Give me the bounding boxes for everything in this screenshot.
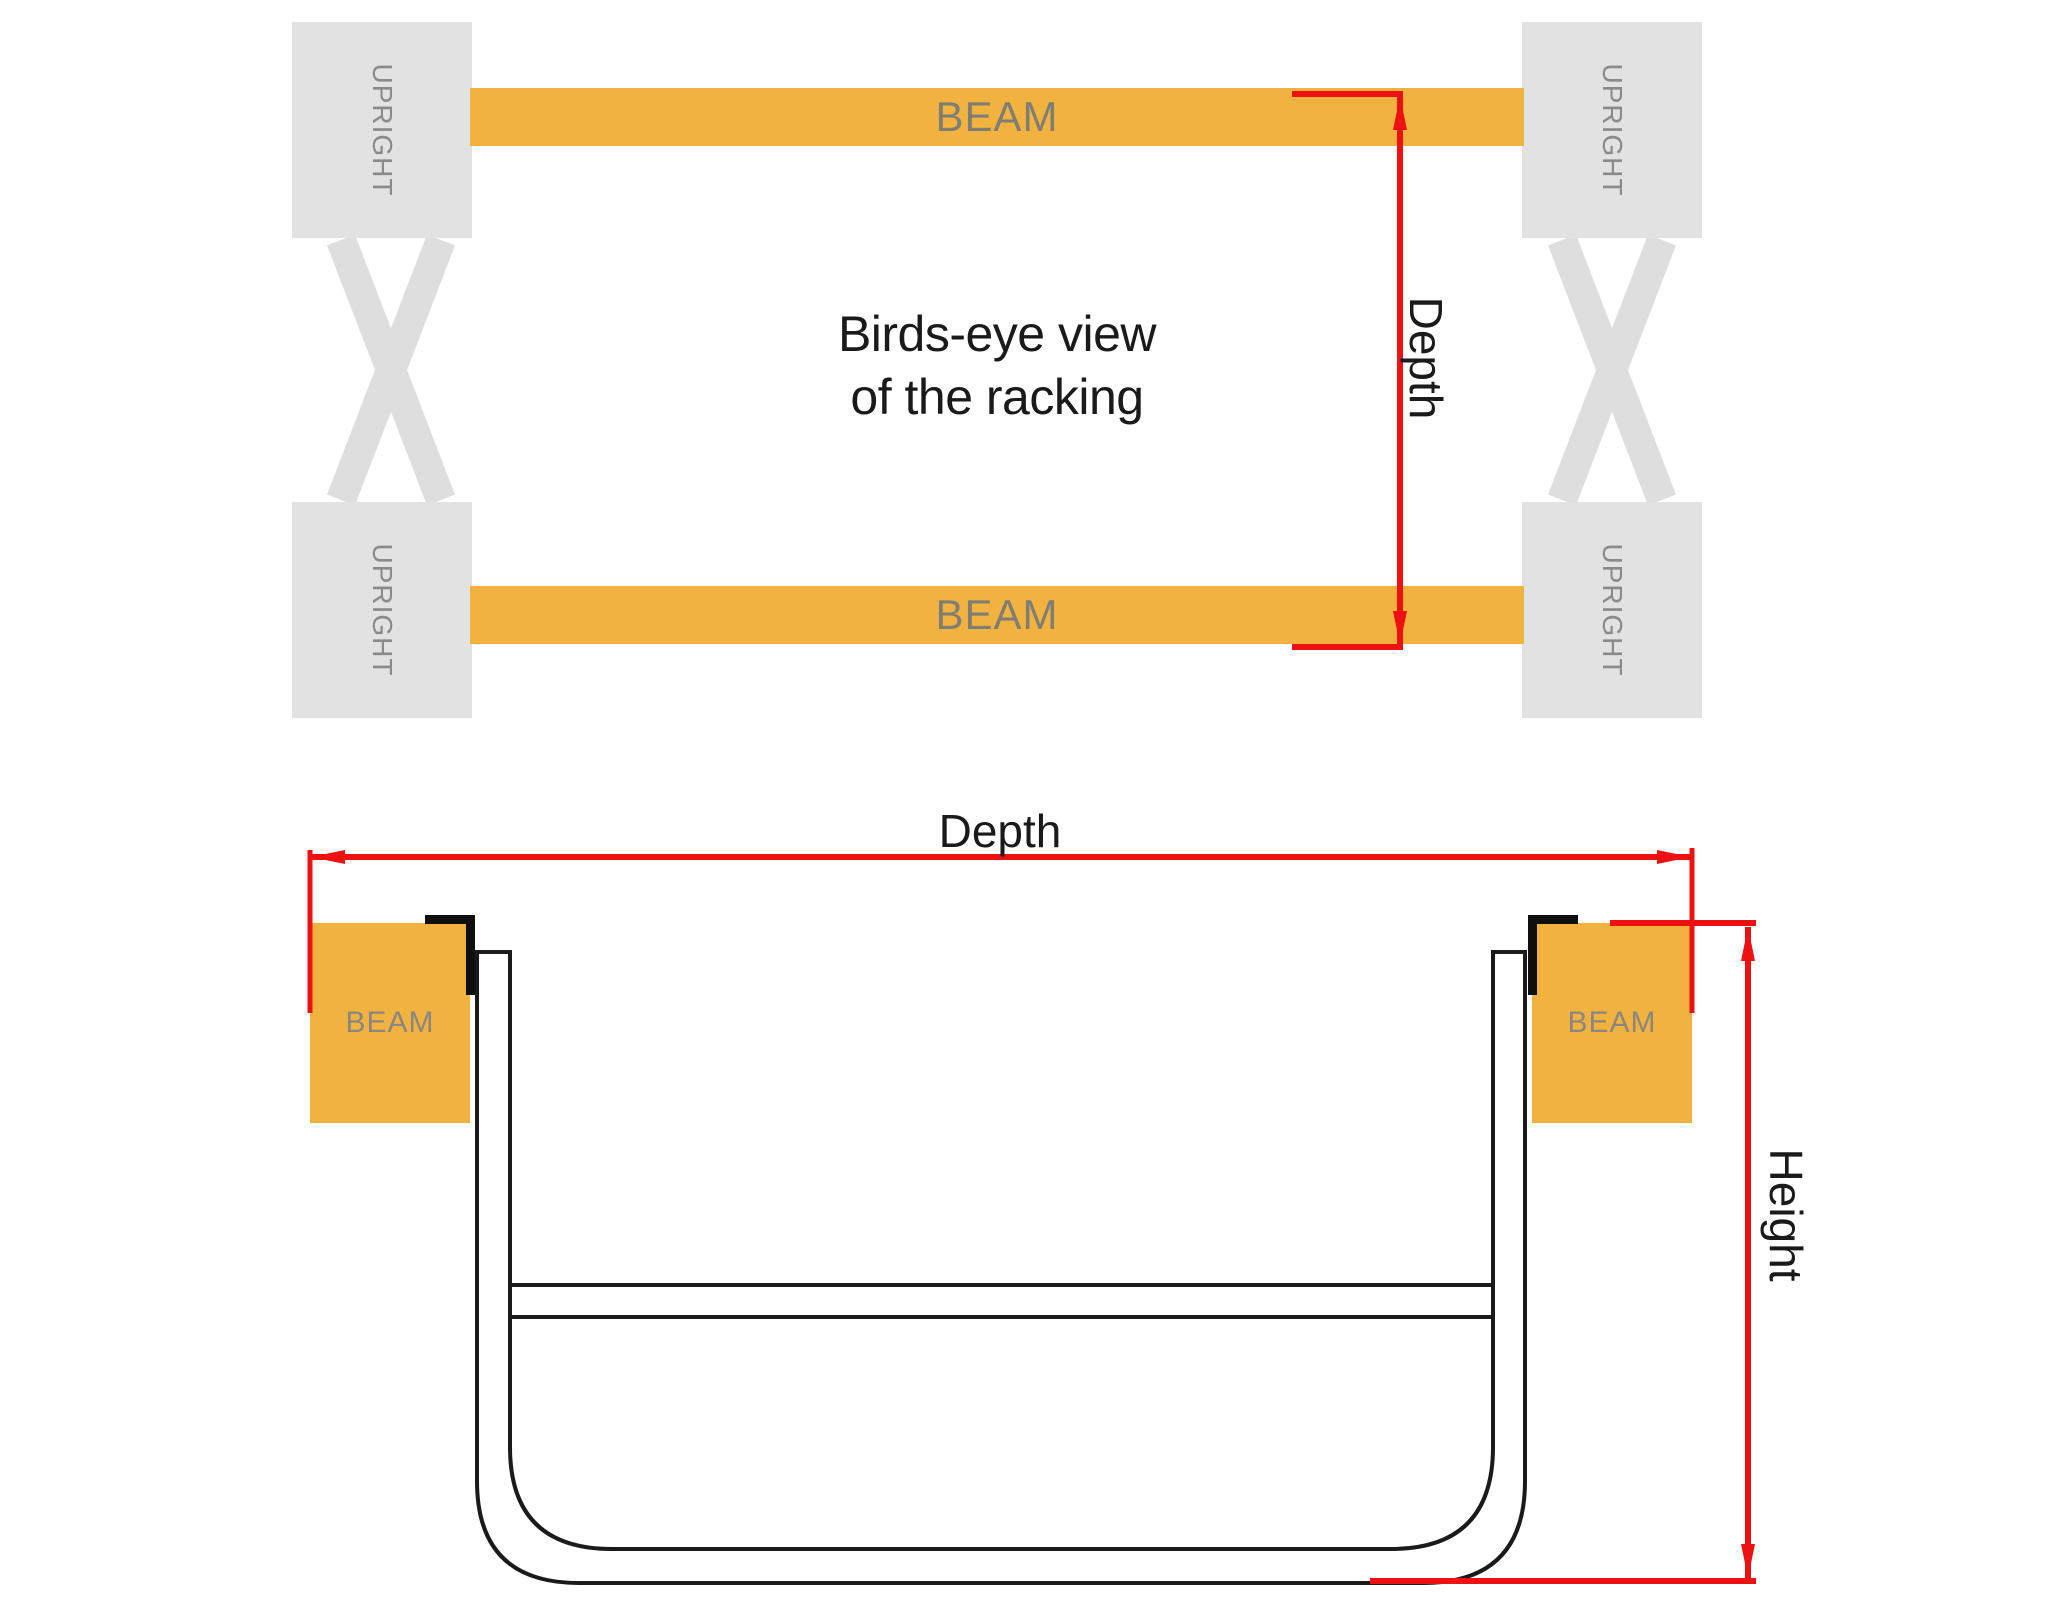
frame-cross-member (510, 1283, 1493, 1319)
height-arrowhead-up (1741, 927, 1755, 961)
front-view-left-beam: BEAM (310, 923, 470, 1123)
front-depth-dimension-label: Depth (938, 805, 1062, 857)
top-view-rear-beam: BEAM (470, 586, 1524, 644)
upright-top-right: UPRIGHT (1522, 22, 1702, 238)
left-x-brace-bar-2 (326, 234, 456, 506)
right-beam-bracket (1528, 915, 1578, 995)
top-view-front-beam: BEAM (470, 88, 1524, 146)
height-arrowhead-down (1741, 1544, 1755, 1578)
caption-line-1: Birds-eye view (837, 306, 1157, 362)
front-depth-arrowhead-left (311, 850, 345, 864)
top-depth-arrowhead-up (1393, 96, 1407, 130)
beam-label: BEAM (935, 591, 1059, 638)
front-depth-arrowhead-right (1657, 850, 1691, 864)
top-view-caption: Birds-eye view of the racking (597, 303, 1397, 429)
front-view-right-beam: BEAM (1532, 923, 1692, 1123)
upright-top-left: UPRIGHT (292, 22, 472, 238)
upright-bottom-right: UPRIGHT (1522, 502, 1702, 718)
beam-label: BEAM (345, 1006, 435, 1039)
upright-frame-tube (475, 950, 1527, 1585)
height-dimension-label: Height (1760, 1148, 1812, 1282)
upright-bottom-left: UPRIGHT (292, 502, 472, 718)
beam-label: BEAM (1567, 1006, 1657, 1039)
right-x-brace-bar-2 (1547, 234, 1677, 506)
caption-line-2: of the racking (850, 369, 1144, 425)
top-depth-arrowhead-down (1393, 611, 1407, 645)
beam-label: BEAM (935, 93, 1059, 140)
left-beam-bracket (425, 915, 475, 995)
top-depth-dimension-label: Depth (1400, 296, 1452, 420)
